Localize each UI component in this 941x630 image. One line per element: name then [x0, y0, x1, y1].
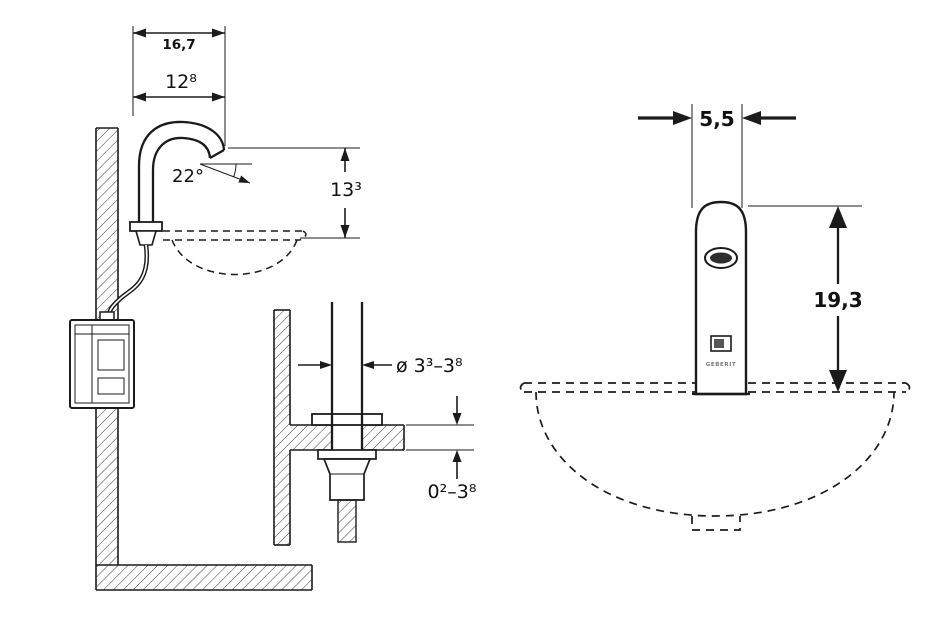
dim-label-overall-width: 16,7 — [162, 37, 195, 53]
dim-label-outlet-height: 13³ — [330, 179, 362, 201]
basin-outline-dashed — [519, 382, 911, 531]
dim-pipe-diameter: ø 3³–3⁸ — [298, 355, 463, 377]
countertop-slab — [290, 424, 405, 451]
dim-outlet-height: 13³ — [228, 147, 362, 239]
faucet-escutcheon — [129, 221, 163, 232]
washbasin-outline-dashed — [163, 230, 307, 276]
dim-counter-thickness: 0²–3⁸ — [406, 396, 476, 503]
dim-label-spout-angle: 22° — [172, 166, 204, 187]
faucet-pipe-fixation — [311, 302, 383, 543]
dim-overall-width: 16,7 — [132, 26, 226, 146]
dim-label-counter-thickness: 0²–3⁸ — [428, 481, 477, 503]
dim-label-faucet-height: 19,3 — [813, 288, 862, 312]
brand-label: GEBERIT — [706, 362, 736, 368]
dim-label-faucet-width: 5,5 — [699, 107, 734, 131]
function-box — [69, 311, 135, 409]
floor-section — [96, 564, 313, 591]
right-faucet-view: GEBERIT 5,5 19,3 — [519, 104, 911, 531]
faucet-shank — [134, 230, 158, 246]
counter-mounting-detail: ø 3³–3⁸ 0²–3⁸ — [273, 302, 476, 546]
spout-outlet-opening — [710, 252, 732, 264]
dim-spout-angle: 22° — [172, 163, 252, 187]
dim-spout-projection: 12⁸ — [133, 71, 225, 102]
faucet-arched-spout — [129, 120, 226, 246]
dim-label-pipe-diameter: ø 3³–3⁸ — [396, 355, 463, 377]
sensor-eye — [714, 339, 724, 348]
basin-drain-dashed — [691, 516, 741, 531]
left-installation-view: 16,7 12⁸ 22° 13³ — [69, 26, 362, 591]
dim-label-spout-projection: 12⁸ — [165, 71, 197, 93]
dim-faucet-height: 19,3 — [748, 205, 863, 392]
detail-wall-strip — [273, 309, 291, 546]
dim-faucet-width: 5,5 — [638, 104, 796, 208]
sensor-faucet-body: GEBERIT — [692, 200, 750, 396]
